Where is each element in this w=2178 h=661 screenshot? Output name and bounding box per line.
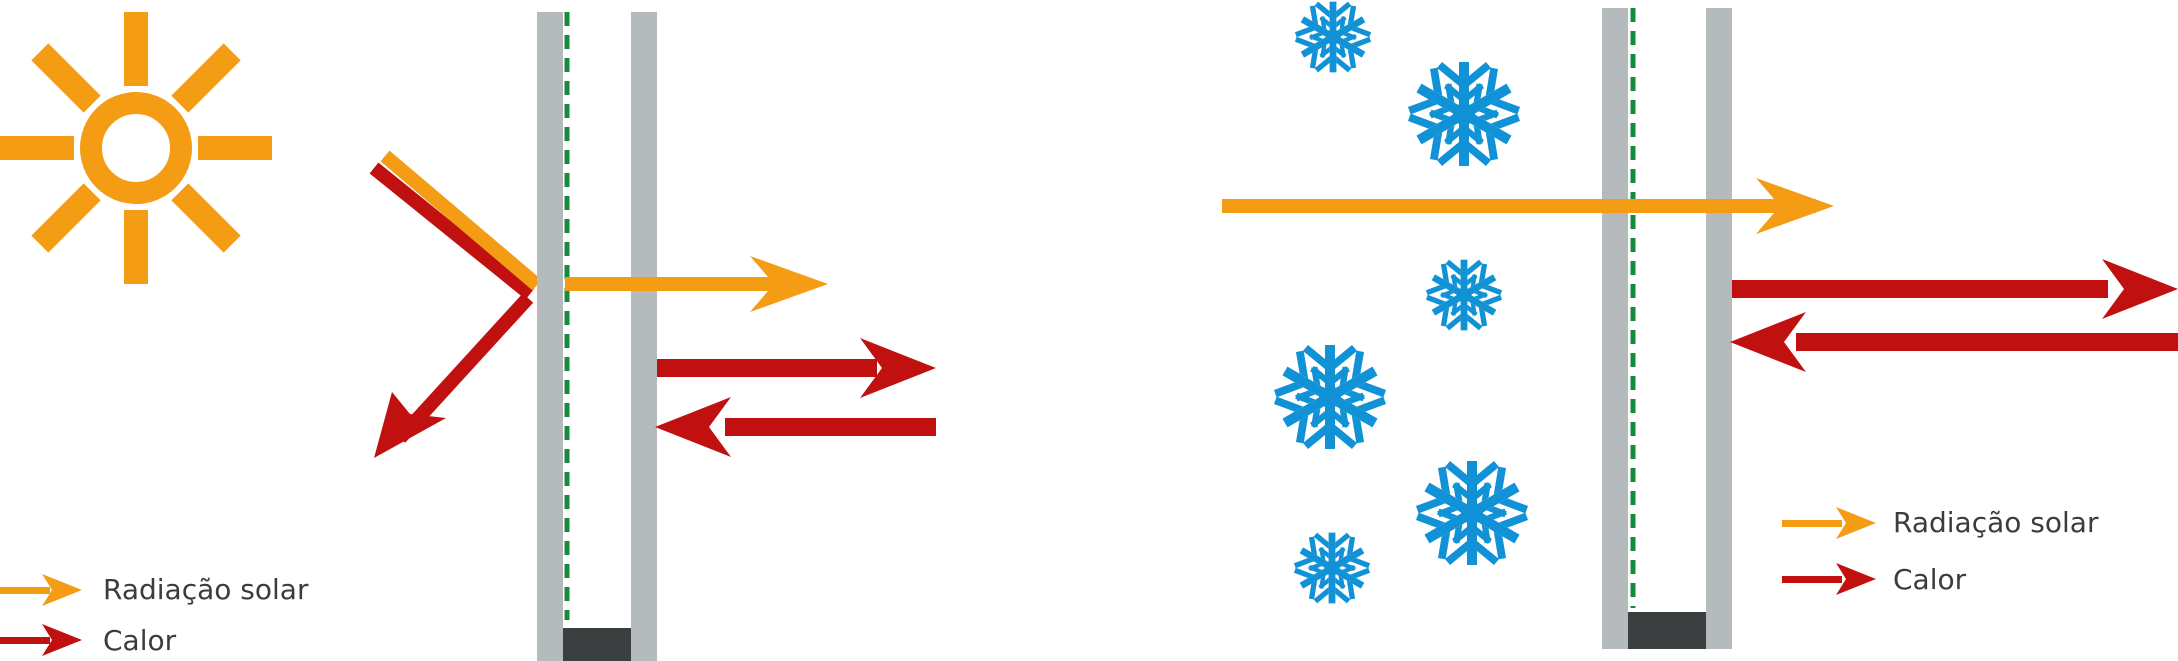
heat-arrow-outward <box>657 338 936 398</box>
legend-heat-arrow <box>0 624 82 656</box>
reflected-heat-arrow <box>374 293 534 458</box>
heat-arrow-outward <box>1732 259 2178 319</box>
incident-heat-ray <box>369 162 535 300</box>
snowflake-icon <box>1293 2 1373 73</box>
winter-panel: Radiação solar Calor <box>1222 2 2178 649</box>
outer-glass-pane <box>537 12 563 661</box>
legend-solar-label: Radiação solar <box>1893 506 2099 539</box>
snowflake-icon <box>1413 461 1530 565</box>
snowflake-icon <box>1424 260 1504 331</box>
transmitted-solar-arrow <box>1222 178 1834 234</box>
legend-left: Radiação solar Calor <box>0 573 309 657</box>
sun-icon <box>0 12 272 284</box>
summer-panel: Radiação solar Calor <box>0 12 936 661</box>
outer-glass-pane <box>1602 8 1628 649</box>
snowflake-icon <box>1271 345 1388 449</box>
incident-solar-ray <box>380 150 542 291</box>
inner-glass-pane <box>631 12 657 661</box>
snowflake-icon <box>1405 62 1522 166</box>
heat-arrow-inward <box>655 397 936 457</box>
legend-heat-label: Calor <box>103 624 177 657</box>
legend-solar-label: Radiação solar <box>103 573 309 606</box>
legend-right: Radiação solar Calor <box>1782 506 2099 596</box>
legend-heat-label: Calor <box>1893 563 1967 596</box>
inner-glass-pane <box>1706 8 1732 649</box>
snowflake-icon <box>1292 533 1372 604</box>
transmitted-solar-arrow <box>565 256 828 312</box>
legend-heat-arrow <box>1782 563 1876 595</box>
legend-solar-arrow <box>1782 507 1876 539</box>
spacer-bar <box>563 628 631 661</box>
spacer-bar <box>1628 612 1706 649</box>
heat-arrow-inward <box>1730 312 2178 372</box>
legend-solar-arrow <box>0 574 82 606</box>
